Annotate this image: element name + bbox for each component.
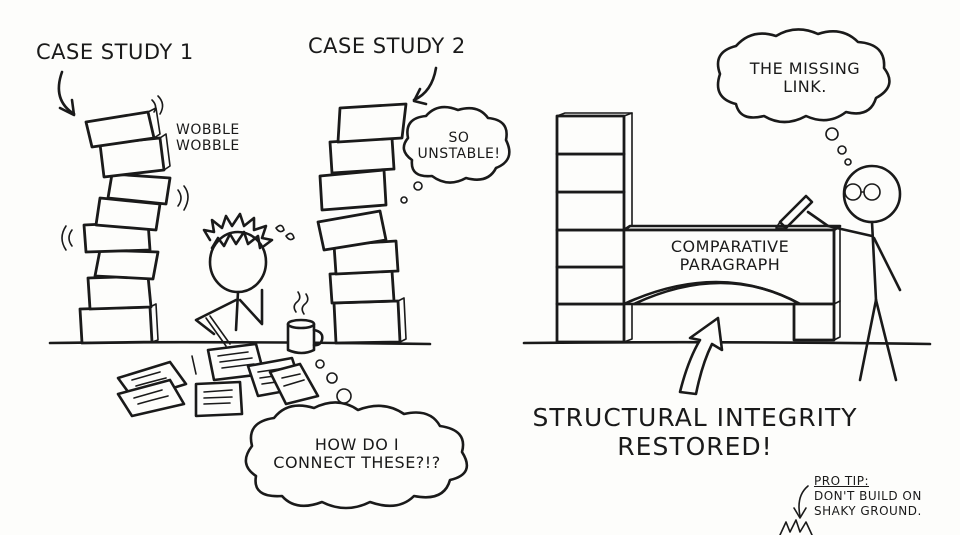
sweat-drops xyxy=(275,224,295,241)
shaky-ground-grass xyxy=(779,519,813,535)
pro-tip-line-1: DON'T BUILD ON xyxy=(814,489,922,503)
pencil xyxy=(205,315,231,347)
thought-dot xyxy=(336,388,352,404)
right-leg xyxy=(874,298,898,382)
wobble-marks xyxy=(61,225,73,251)
stack-case-study-2 xyxy=(316,102,408,345)
brick xyxy=(316,209,388,252)
pro-tip-line-2: SHAKY GROUND. xyxy=(814,504,922,518)
brick xyxy=(318,168,388,212)
arrow-head-1 xyxy=(58,98,76,117)
thought-bubble-question xyxy=(244,401,469,510)
result-line-1: STRUCTURAL INTEGRITY xyxy=(532,403,858,432)
teacher-figure xyxy=(775,164,902,382)
stack-case-study-1 xyxy=(78,107,172,345)
thought-dot xyxy=(326,372,338,384)
brick xyxy=(78,305,154,345)
body xyxy=(870,220,878,302)
thought-dot xyxy=(825,127,839,141)
wobble-line-1: WOBBLE xyxy=(176,122,240,138)
bridge-comparative-paragraph xyxy=(622,224,842,342)
scattered-notes xyxy=(116,342,320,418)
bridge-line-2: PARAGRAPH xyxy=(679,255,781,275)
thought-dot xyxy=(400,196,408,204)
bridge-line-1: COMPARATIVE xyxy=(670,237,790,256)
unstable-line-2: UNSTABLE! xyxy=(417,146,501,163)
upward-arrow xyxy=(678,316,724,396)
caption-case-study-1: CASE STUDY 1 xyxy=(36,40,194,64)
wobble-marks xyxy=(177,185,189,211)
arrow-to-stack-2 xyxy=(412,66,438,102)
result-caption: STRUCTURAL INTEGRITY RESTORED! xyxy=(530,403,860,462)
body xyxy=(234,290,240,332)
other-arm xyxy=(872,236,902,292)
worried-student xyxy=(194,212,295,347)
hair xyxy=(202,212,274,248)
coffee-mug-icon xyxy=(286,291,324,355)
brick xyxy=(328,269,396,305)
missing-link-bubble-text: THE MISSING LINK. xyxy=(730,59,880,97)
speech-bubble-unstable xyxy=(402,105,511,184)
caption-case-study-2: CASE STUDY 2 xyxy=(308,34,466,58)
pointing-arm xyxy=(806,210,874,238)
thought-dot xyxy=(315,359,325,369)
thought-dot xyxy=(837,145,847,155)
missing-link-line-1: THE MISSING xyxy=(749,59,861,78)
arrow-head-2 xyxy=(412,87,428,106)
thought-dot xyxy=(413,181,423,191)
question-bubble-text: HOW DO I CONNECT THESE?!? xyxy=(262,435,452,473)
brick xyxy=(332,299,402,345)
brick xyxy=(93,248,160,281)
pro-tip-arrow xyxy=(798,485,809,517)
bridge-label: COMPARATIVE PARAGRAPH xyxy=(630,237,830,275)
missing-link-line-2: LINK. xyxy=(783,77,827,97)
pro-tip-note: PRO TIP: DON'T BUILD ON SHAKY GROUND. xyxy=(814,474,922,519)
question-line-1: HOW DO I xyxy=(314,435,400,454)
question-line-2: CONNECT THESE?!? xyxy=(273,453,441,473)
wobble-label: WOBBLE WOBBLE xyxy=(176,122,240,154)
wobble-marks xyxy=(151,95,164,115)
result-line-2: RESTORED! xyxy=(617,431,773,461)
right-arm xyxy=(238,288,264,326)
unstable-line-1: SO xyxy=(448,130,470,146)
arrow-to-stack-1 xyxy=(57,70,76,116)
pro-tip-arrow-head xyxy=(793,507,807,519)
thought-dot xyxy=(844,158,852,166)
brick xyxy=(106,172,172,206)
left-arm xyxy=(194,298,238,336)
thought-bubble-missing-link xyxy=(716,28,891,124)
pen-icon xyxy=(778,194,814,230)
stable-column xyxy=(555,112,633,344)
unstable-bubble-text: SO UNSTABLE! xyxy=(414,130,504,162)
head xyxy=(842,164,902,224)
wobble-line-2: WOBBLE xyxy=(176,138,240,155)
brick xyxy=(86,274,153,311)
pro-tip-heading: PRO TIP: xyxy=(814,474,869,488)
brick xyxy=(336,102,408,144)
left-leg xyxy=(858,298,878,382)
hair-front xyxy=(210,230,262,250)
